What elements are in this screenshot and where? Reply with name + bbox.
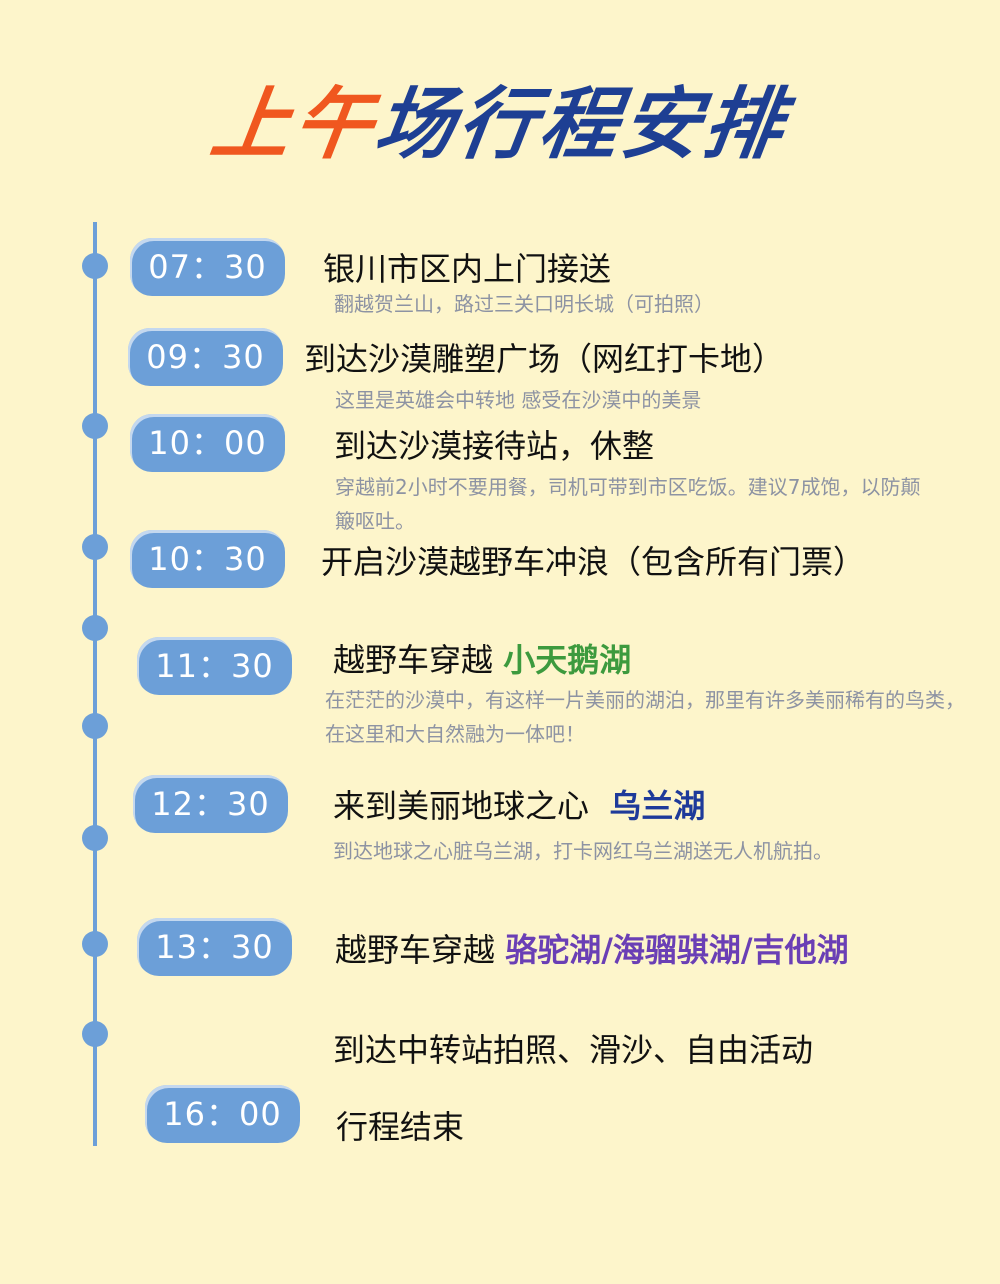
item-desc: 到达地球之心脏乌兰湖，打卡网红乌兰湖送无人机航拍。 — [333, 839, 833, 863]
item-title: 到达沙漠接待站，休整 — [334, 427, 655, 465]
item-title: 到达中转站拍照、滑沙、自由活动 — [333, 1031, 814, 1069]
page-title: 上午场行程安排 — [0, 62, 1000, 174]
timeline-dot — [82, 713, 108, 739]
item-title: 开启沙漠越野车冲浪（包含所有门票） — [321, 543, 866, 581]
time-badge: 10：00 — [130, 414, 285, 472]
item-title: 越野车穿越 小天鹅湖 — [333, 635, 631, 681]
item-title-text: 越野车穿越 — [333, 641, 494, 679]
timeline-dot — [82, 413, 108, 439]
time-badge: 12：30 — [133, 775, 288, 833]
timeline-dot — [82, 825, 108, 851]
title-part1: 上午 — [205, 80, 383, 170]
time-badge: 09：30 — [128, 328, 283, 386]
item-title: 银川市区内上门接送 — [323, 250, 612, 288]
item-desc: 这里是英雄会中转地 感受在沙漠中的美景 — [335, 388, 702, 412]
timeline-dot — [82, 931, 108, 957]
item-title: 来到美丽地球之心 乌兰湖 — [333, 781, 705, 827]
item-title-text: 来到美丽地球之心 — [333, 787, 590, 825]
timeline-dot — [82, 1021, 108, 1047]
timeline-dot — [82, 615, 108, 641]
item-desc: 在茫茫的沙漠中，有这样一片美丽的湖泊，那里有许多美丽稀有的鸟类，在这里和大自然融… — [325, 688, 965, 746]
item-title: 到达沙漠雕塑广场（网红打卡地） — [304, 340, 785, 378]
time-badge: 10：30 — [130, 530, 285, 588]
time-badge: 13：30 — [137, 918, 292, 976]
item-desc: 穿越前2小时不要用餐，司机可带到市区吃饭。建议7成饱，以防颠簸呕吐。 — [335, 475, 921, 533]
item-desc: 翻越贺兰山，路过三关口明长城（可拍照） — [334, 292, 714, 316]
item-title: 越野车穿越 骆驼湖/海骝骐湖/吉他湖 — [335, 925, 849, 971]
timeline-line — [93, 222, 97, 1146]
time-badge: 07：30 — [130, 238, 285, 296]
time-badge: 11：30 — [137, 637, 292, 695]
time-badge: 16：00 — [145, 1085, 300, 1143]
timeline-dot — [82, 253, 108, 279]
highlight-place: 骆驼湖/海骝骐湖/吉他湖 — [505, 931, 849, 969]
highlight-place: 乌兰湖 — [609, 787, 706, 825]
title-part2: 场行程安排 — [369, 80, 793, 170]
item-title: 行程结束 — [336, 1108, 465, 1146]
item-title-text: 越野车穿越 — [335, 931, 496, 969]
timeline-dot — [82, 534, 108, 560]
highlight-place: 小天鹅湖 — [503, 641, 632, 679]
